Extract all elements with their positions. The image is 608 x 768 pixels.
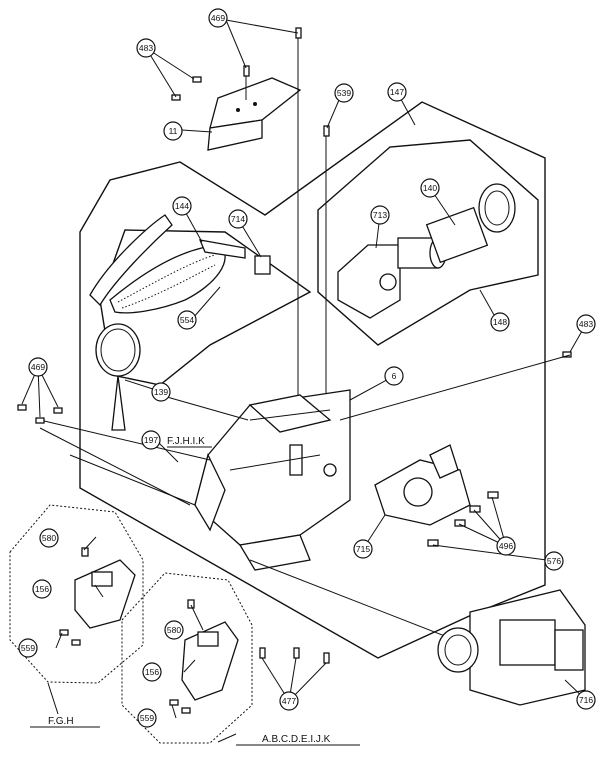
mechanism-715 [374, 444, 499, 547]
callout-554: 554 [177, 310, 197, 330]
svg-text:469: 469 [31, 362, 45, 372]
axis-line-c [69, 454, 196, 506]
svg-text:559: 559 [21, 643, 35, 653]
callout-11: 11 [163, 121, 183, 141]
callout-496: 496 [496, 536, 516, 556]
svg-text:715: 715 [356, 544, 370, 554]
label-abcdeijk: A.B.C.D.E.I.J.K [262, 734, 331, 745]
callout-156b: 156 [142, 662, 162, 682]
svg-text:554: 554 [180, 315, 194, 325]
svg-text:716: 716 [579, 695, 593, 705]
svg-text:197: 197 [144, 435, 158, 445]
svg-text:580: 580 [42, 533, 56, 543]
lens-cap-139 [95, 323, 141, 431]
axis-line-b [39, 427, 191, 506]
screws-left [17, 404, 63, 424]
axis-line-e [249, 559, 456, 641]
callout-580b: 580 [164, 620, 184, 640]
callout-469b: 469 [28, 357, 48, 377]
axis-line-a [39, 419, 211, 461]
lens-assembly [337, 183, 516, 319]
callout-576: 576 [544, 551, 564, 571]
callout-713: 713 [370, 205, 390, 225]
svg-text:576: 576 [547, 556, 561, 566]
svg-text:147: 147 [390, 87, 404, 97]
grip-part-156-left [59, 547, 136, 646]
callout-559b: 559 [137, 708, 157, 728]
clip-part-714 [254, 255, 271, 275]
callout-469a: 469 [208, 8, 228, 28]
axis-line-f [159, 394, 249, 421]
svg-text:6: 6 [392, 371, 397, 381]
svg-text:483: 483 [579, 319, 593, 329]
grip-group-outline [99, 229, 312, 386]
callout-559a: 559 [18, 638, 38, 658]
svg-text:713: 713 [373, 210, 387, 220]
callout-6: 6 [384, 366, 404, 386]
option-abcdeijk-outline [121, 572, 253, 744]
svg-text:156: 156 [35, 584, 49, 594]
lens-group-outline [317, 139, 539, 346]
svg-text:477: 477 [282, 696, 296, 706]
svg-text:539: 539 [337, 88, 351, 98]
callout-144: 144 [172, 196, 192, 216]
label-fgh: F.G.H [48, 716, 74, 727]
callout-156a: 156 [32, 579, 52, 599]
svg-text:469: 469 [211, 13, 225, 23]
callout-147: 147 [387, 82, 407, 102]
callout-539: 539 [334, 83, 354, 103]
callout-483a: 483 [136, 38, 156, 58]
callout-716: 716 [576, 690, 596, 710]
lens-unit-716 [437, 589, 586, 706]
grip-strap-144 [89, 214, 246, 314]
svg-text:144: 144 [175, 201, 189, 211]
callout-714: 714 [228, 209, 248, 229]
main-assembly-outline [79, 101, 546, 659]
svg-text:148: 148 [493, 317, 507, 327]
svg-text:139: 139 [154, 387, 168, 397]
callout-477: 477 [279, 691, 299, 711]
svg-text:580: 580 [167, 625, 181, 635]
svg-text:156: 156 [145, 667, 159, 677]
grip-part-156-bottom [169, 599, 239, 714]
svg-text:140: 140 [423, 183, 437, 193]
callout-140: 140 [420, 178, 440, 198]
bracket-part-11 [207, 77, 302, 151]
axis-line-d [339, 354, 571, 421]
callout-197: 197 [141, 430, 161, 450]
callout-483b: 483 [576, 314, 596, 334]
svg-text:714: 714 [231, 214, 245, 224]
svg-text:496: 496 [499, 541, 513, 551]
svg-text:483: 483 [139, 43, 153, 53]
main-chassis-6 [194, 389, 351, 571]
screws-bottom [259, 647, 330, 664]
callout-139: 139 [151, 382, 171, 402]
callout-715: 715 [353, 539, 373, 559]
svg-text:11: 11 [169, 126, 178, 136]
callout-148: 148 [490, 312, 510, 332]
svg-text:559: 559 [140, 713, 154, 723]
label-fhijk: F.J.H.I.K [167, 436, 205, 447]
callout-580a: 580 [39, 528, 59, 548]
